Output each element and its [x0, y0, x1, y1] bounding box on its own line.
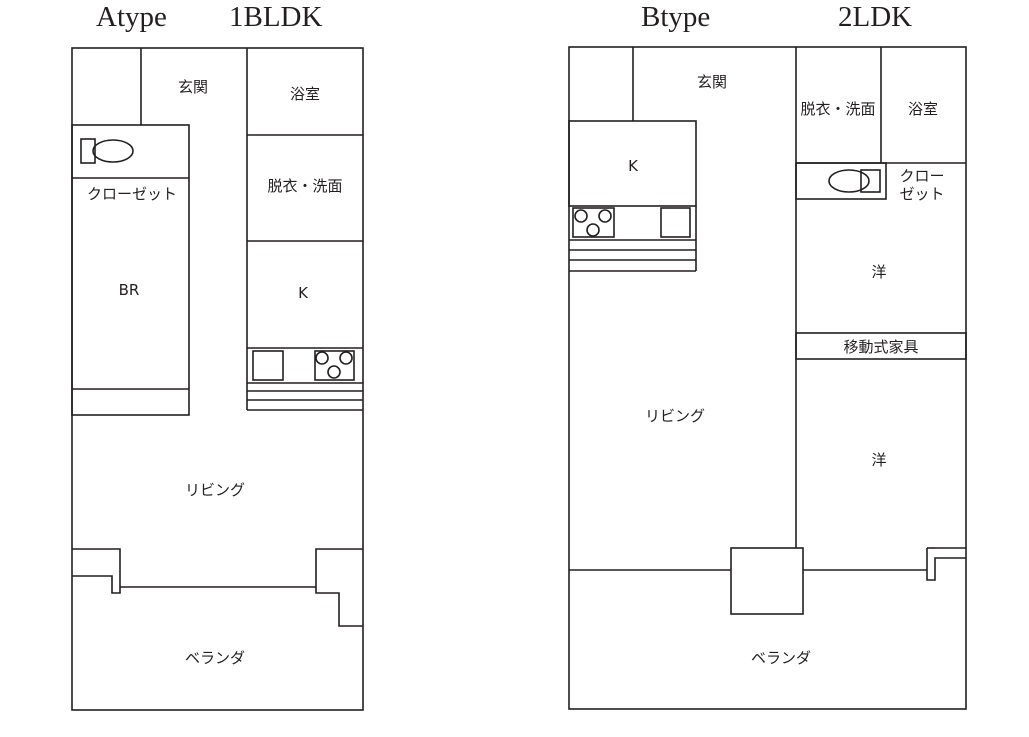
- plan-b-outer-wall: [568, 46, 967, 710]
- plan-b-stove-icon: [572, 207, 615, 238]
- plan-b-kitchen-block: [568, 120, 697, 207]
- plan-b-veranda-label: ベランダ: [751, 649, 811, 667]
- plan-b-right-pillar: [926, 557, 966, 581]
- plan-b-washbasin-bowl-icon: [828, 169, 870, 193]
- plan-a-stove-icon: [314, 350, 355, 381]
- plan-b-living-label: リビング: [645, 407, 705, 425]
- plan-b-bath-label: 浴室: [908, 100, 938, 118]
- plan-b-closet-label-line2: ゼット: [899, 185, 944, 203]
- plan-b-washbasin-icon: [860, 169, 881, 193]
- plan-b-center-pillar: [730, 547, 804, 615]
- plan-a-left-pillar: [72, 548, 121, 594]
- plan-a-right-pillar: [315, 548, 363, 627]
- plan-b-closet-label-line1: クロー: [899, 167, 944, 185]
- plan-a-washbasin-bowl-icon: [92, 139, 134, 163]
- plan-b-closet-box: [795, 162, 887, 200]
- plan-b: Btype 2LDK 玄関 K 脱衣・洗面 浴室 クロー ゼット 洋: [568, 1, 967, 710]
- plan-a-living-label: リビング: [185, 481, 245, 499]
- plan-b-sink-icon: [660, 207, 691, 238]
- plan-b-western-room-1-label: 洋: [871, 263, 886, 281]
- plan-b-movable-furniture-label: 移動式家具: [843, 338, 918, 356]
- plan-b-western-room-2-label: 洋: [871, 451, 886, 469]
- plan-b-washroom-label: 脱衣・洗面: [800, 100, 875, 118]
- plan-a-washbasin-icon: [80, 138, 96, 164]
- plan-b-layout-label: 2LDK: [838, 1, 912, 33]
- plan-b-burner-icon: [574, 209, 588, 223]
- plan-a-bath-label: 浴室: [290, 85, 320, 103]
- plan-a-burner-icon: [327, 365, 341, 379]
- plan-b-burner-icon: [598, 209, 612, 223]
- plan-a-entrance-label: 玄関: [178, 78, 208, 96]
- plan-a-sink-icon: [252, 350, 284, 381]
- plan-a-outer-wall: [71, 47, 364, 711]
- plan-b-burner-icon: [586, 223, 600, 237]
- plan-a-bedroom-label: BR: [119, 281, 140, 299]
- plan-b-kitchen-label: K: [628, 157, 639, 175]
- plan-a-burner-icon: [315, 351, 329, 365]
- plan-a-kitchen-label: K: [298, 284, 309, 302]
- plan-b-type-label: Btype: [641, 1, 710, 33]
- plan-a: Atype 1BLDK 玄関 浴室 脱衣・洗面 K クローゼット BR リ: [71, 1, 364, 711]
- plan-a-layout-label: 1BLDK: [229, 1, 323, 33]
- plan-a-washroom-label: 脱衣・洗面: [267, 177, 342, 195]
- plan-b-entrance-label: 玄関: [697, 73, 727, 91]
- plan-a-burner-icon: [339, 351, 353, 365]
- plan-a-closet-label: クローゼット: [87, 185, 177, 203]
- plan-a-bedroom-block: [71, 124, 190, 416]
- plan-a-veranda-label: ベランダ: [185, 649, 245, 667]
- plan-b-movable-furniture: [795, 332, 967, 360]
- plan-a-type-label: Atype: [96, 1, 167, 33]
